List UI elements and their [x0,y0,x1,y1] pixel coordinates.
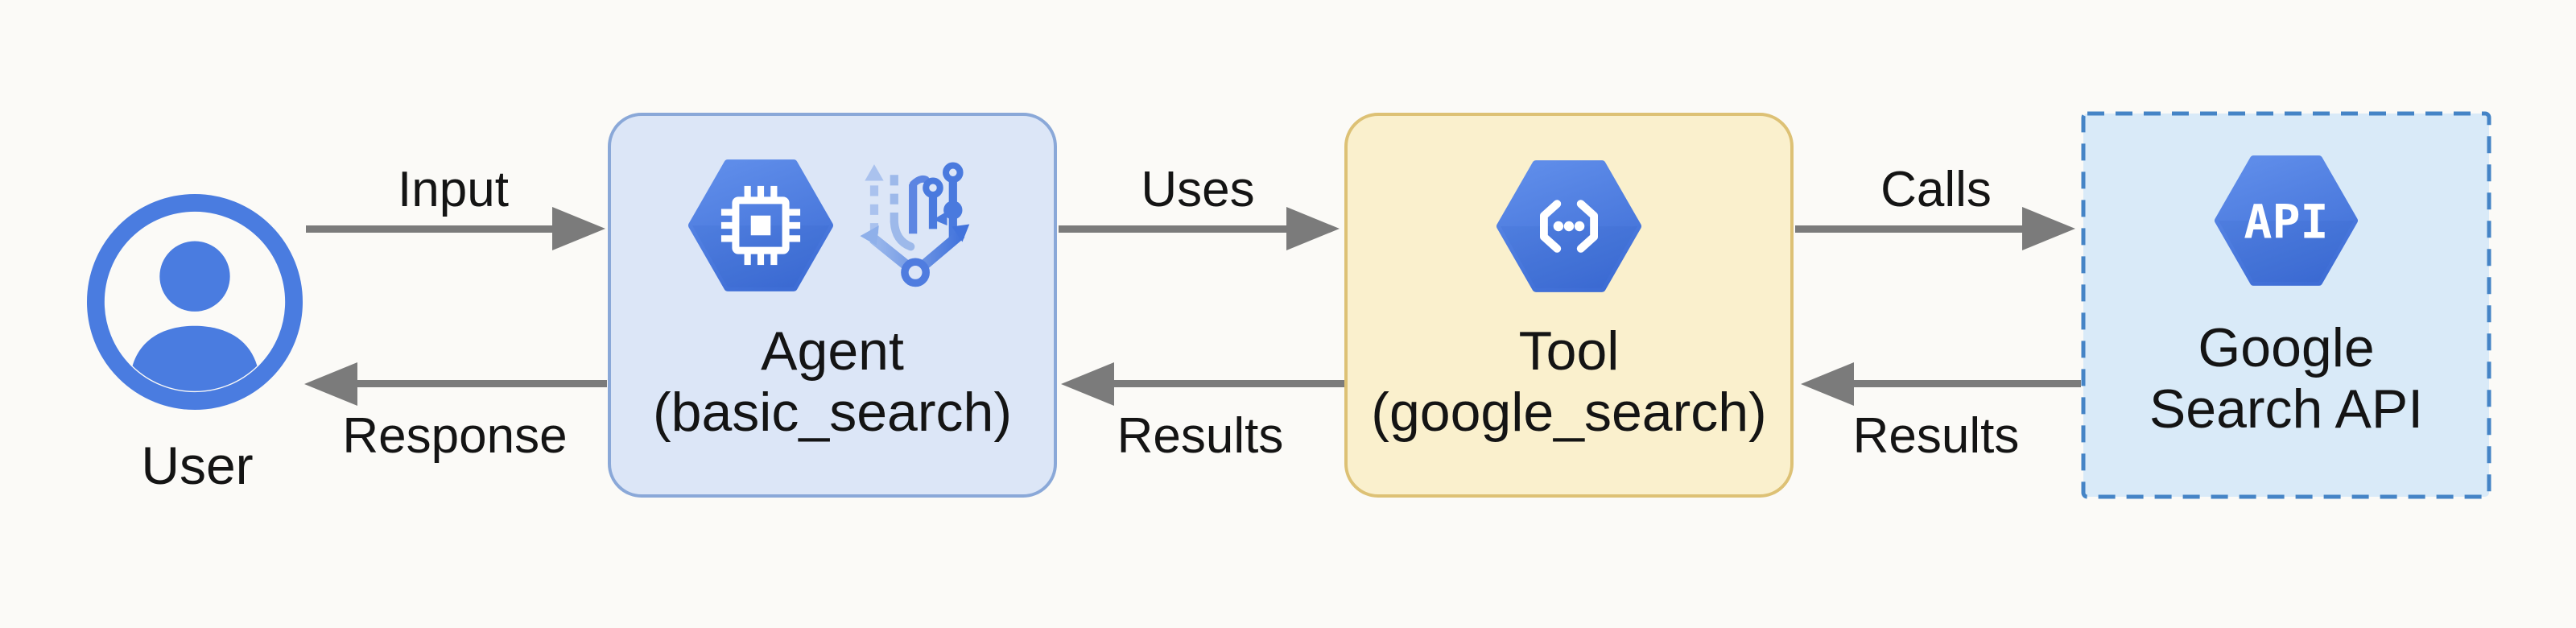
user-account-circle-icon [86,193,303,415]
user-node-label: User [141,436,254,495]
arrowhead-right-icon [2022,207,2075,250]
api-node-title: Google [2198,317,2375,378]
api-icon-row: API [2081,155,2491,290]
tool-node: Tool (google_search) [1344,113,1794,498]
agent-node-title: Agent [761,320,904,382]
uses-arrow-label: Uses [1141,162,1255,217]
api-node-label: Google Search API [2081,317,2491,440]
agent-node: Agent (basic_search) [608,113,1057,498]
cpu-chip-hexagon-icon [688,159,833,295]
tool-node-subtitle: (google_search) [1371,382,1767,443]
arrowhead-left-icon [1061,362,1114,406]
tool-node-label: Tool (google_search) [1348,320,1790,443]
api-node-subtitle: Search API [2149,378,2424,440]
tool-node-title: Tool [1518,320,1620,382]
api-hexagon-icon: API [2215,155,2358,290]
arrowhead-left-icon [1801,362,1854,406]
response-arrow-label: Response [342,408,568,464]
arrowhead-right-icon [552,207,605,250]
results-tool-agent-label: Results [1117,408,1284,464]
arrowhead-left-icon [304,362,357,406]
agent-node-subtitle: (basic_search) [653,382,1012,443]
arrowhead-right-icon [1286,207,1340,250]
input-arrow-label: Input [398,162,509,217]
dashed-border [2081,111,2491,499]
agent-node-label: Agent (basic_search) [611,320,1054,443]
tool-icon-row [1348,159,1790,297]
google-search-api-node: API Google Search API [2081,111,2491,499]
code-ellipsis-hexagon-icon [1496,159,1641,297]
results-api-tool-label: Results [1852,408,2020,464]
agent-icon-row [611,159,1054,295]
calls-arrow-label: Calls [1880,162,1992,217]
branch-graph-icon [859,160,976,295]
api-hexagon-text: API [2244,195,2328,250]
